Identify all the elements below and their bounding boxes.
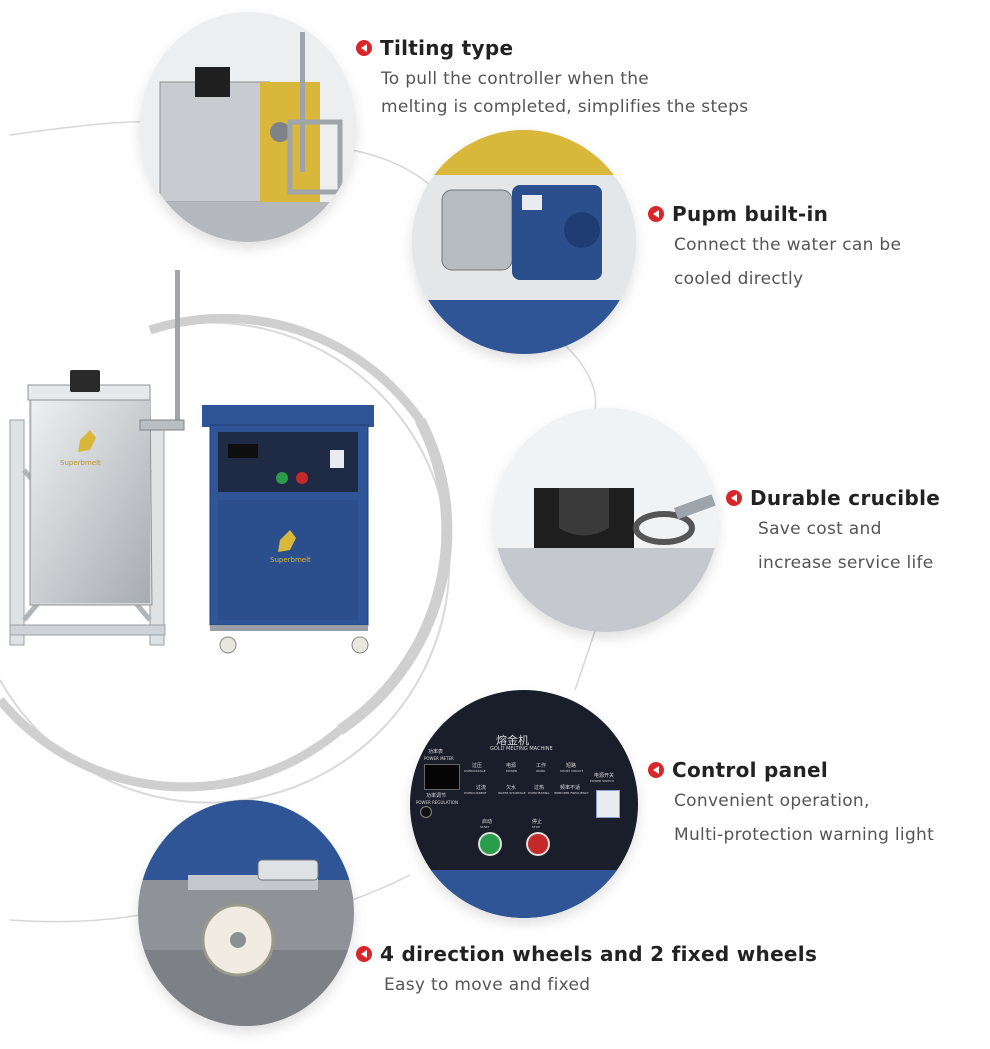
feature-crucible: Durable crucible Save cost and increase … [726, 486, 940, 580]
feature-title-crucible: Durable crucible [726, 486, 940, 510]
chevron-left-icon [356, 946, 372, 962]
panel-start-en: START [480, 825, 490, 829]
feature-wheels: 4 direction wheels and 2 fixed wheels Ea… [356, 942, 817, 1002]
power-regulation-knob[interactable] [420, 806, 432, 818]
panel-overcurrent-en: OVERCURRENT [464, 791, 487, 795]
chevron-left-icon [648, 762, 664, 778]
feature-title-pump: Pupm built-in [648, 202, 901, 226]
detail-image-crucible [494, 408, 718, 632]
panel-power-reg-cn: 功率调节 [426, 793, 447, 799]
panel-freq-cn: 频率不适 [560, 785, 581, 791]
power-switch[interactable] [596, 790, 620, 818]
main-product-image: Superbmelt Superbmelt [0, 260, 400, 660]
panel-switch-en: POWER SWITCH [590, 779, 614, 783]
feature-title-control-panel: Control panel [648, 758, 934, 782]
furnace-brand: Superbmelt [60, 459, 101, 467]
feature-tilting: Tilting type To pull the controller when… [356, 36, 748, 124]
feature-title-tilting: Tilting type [356, 36, 748, 60]
feature-desc-control-panel-1: Convenient operation, [674, 791, 870, 811]
panel-power-meter-cn: 功率表 [428, 749, 444, 755]
detail-image-tilting [140, 12, 356, 242]
detail-image-pump [412, 130, 636, 354]
panel-water-cn: 欠水 [506, 785, 517, 791]
panel-stop-cn: 停止 [532, 819, 543, 825]
panel-power-cn: 电源 [506, 763, 517, 769]
panel-short-cn: 短路 [566, 763, 577, 769]
panel-switch-cn: 电源开关 [594, 773, 615, 779]
cabinet-strip [410, 870, 638, 918]
feature-control-panel: Control panel Convenient operation, Mult… [648, 758, 934, 852]
feature-desc-crucible-1: Save cost and [758, 519, 882, 539]
panel-overcurrent-cn: 过流 [476, 785, 487, 791]
detail-image-control-panel: 熔金机 GOLD MELTING MACHINE 功率表 POWER METER… [410, 690, 638, 918]
feature-desc-tilting-2: melting is completed, simplifies the ste… [381, 97, 749, 117]
panel-freq-en: IMPROPER FREQUENCY [554, 791, 589, 795]
panel-overheat-cn: 过热 [534, 785, 545, 791]
panel-overvoltage-en: OVERVOLTAGE [464, 769, 486, 773]
feature-desc-pump-2: cooled directly [674, 269, 804, 289]
panel-title-cn: 熔金机 [496, 734, 529, 747]
detail-image-wheels [138, 800, 354, 1026]
feature-desc-control-panel-2: Multi-protection warning light [674, 825, 935, 845]
chevron-left-icon [726, 490, 742, 506]
panel-start-cn: 启动 [482, 819, 493, 825]
panel-power-reg-en: POWER REGULATION [416, 800, 458, 805]
panel-title-en: GOLD MELTING MACHINE [490, 746, 553, 752]
panel-work-cn: 工作 [536, 763, 547, 769]
power-meter-display [424, 764, 460, 790]
stop-button[interactable] [526, 832, 550, 856]
feature-title-wheels: 4 direction wheels and 2 fixed wheels [356, 942, 817, 966]
panel-short-en: SHORT CIRCUIT [560, 769, 584, 773]
feature-desc-tilting-1: To pull the controller when the [381, 69, 650, 89]
panel-stop-en: STOP [532, 825, 540, 829]
chevron-left-icon [356, 40, 372, 56]
panel-overvoltage-cn: 过压 [472, 763, 483, 769]
panel-power-meter-en: POWER METER [424, 756, 454, 761]
feature-desc-crucible-2: increase service life [758, 553, 934, 573]
start-button[interactable] [478, 832, 502, 856]
chevron-left-icon [648, 206, 664, 222]
feature-desc-wheels-1: Easy to move and fixed [384, 975, 591, 995]
panel-power-en: POWER [506, 769, 518, 773]
panel-overheat-en: OVERHEATING [528, 791, 550, 795]
panel-work-en: WORK [536, 769, 546, 773]
feature-desc-pump-1: Connect the water can be [674, 235, 902, 255]
feature-pump: Pupm built-in Connect the water can be c… [648, 202, 901, 296]
panel-water-en: WATER SHORTAGE [498, 791, 526, 795]
cabinet-brand: Superbmelt [270, 556, 311, 564]
